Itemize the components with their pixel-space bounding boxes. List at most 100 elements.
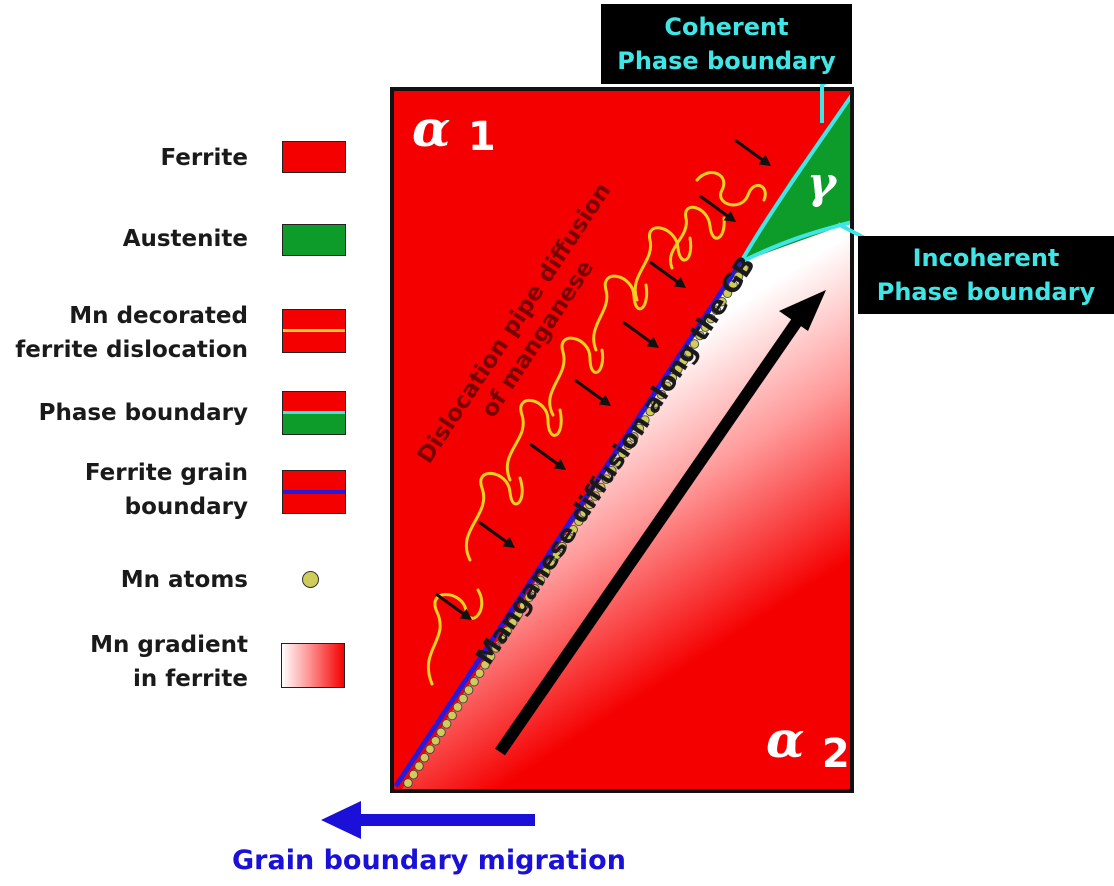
- mn-atom: [678, 356, 689, 366]
- pipe-diffusion-arrow-head: [723, 210, 736, 222]
- legend-label-mn-gradient-line1: Mn gradient: [90, 632, 248, 658]
- ferrite-grain-boundary: [393, 260, 744, 788]
- pipe-diffusion-arrow-shaft: [435, 592, 466, 617]
- mn-atom: [607, 465, 617, 476]
- legend-swatch-mn-decorated: [282, 309, 346, 353]
- mn-atom: [689, 339, 700, 349]
- dislocation-line: [505, 398, 563, 482]
- mn-atom: [513, 609, 523, 619]
- legend-swatch-mn-gradient: [281, 643, 345, 688]
- mn-atom: [656, 389, 667, 400]
- legend-swatch-austenite: [282, 224, 346, 256]
- grain-boundary-migration-label: Grain boundary migration: [232, 845, 626, 876]
- dislocation-line: [426, 588, 484, 686]
- mn-atom: [717, 297, 727, 307]
- mn-atom: [480, 660, 490, 670]
- mn-atom: [728, 280, 738, 290]
- mn-atom: [739, 263, 749, 273]
- legend-label-ferrite: Ferrite: [160, 145, 248, 171]
- ferrite-region-alpha2: [402, 222, 852, 789]
- mn-atom: [425, 744, 435, 754]
- pipe-diffusion-arrow-head: [758, 154, 771, 166]
- mn-atom: [485, 651, 496, 662]
- mn-atom: [711, 305, 722, 315]
- pipe-diffusion-arrow-head: [553, 458, 566, 470]
- mn-atom: [551, 550, 562, 560]
- coherent-phase-boundary: [739, 93, 854, 263]
- mn-atom: [414, 761, 424, 771]
- pipe-diffusion-arrow-head: [598, 394, 611, 406]
- mn-atom: [447, 710, 457, 721]
- pipe-diffusion-arrow-shaft: [649, 260, 680, 285]
- legend-label-ferrite-gb-line2: boundary: [124, 494, 248, 520]
- legend-label-mn-gradient: Mn gradient in ferrite: [90, 628, 248, 696]
- coherent-phase-boundary-callout: Coherent Phase boundary: [601, 4, 852, 84]
- legend-mn-atom-icon: [302, 571, 319, 588]
- mn-atom: [651, 398, 661, 408]
- pipe-diffusion-arrow-shaft: [622, 320, 653, 345]
- mn-atom: [568, 524, 578, 535]
- mn-atom: [557, 541, 567, 552]
- coherent-callout-line1: Coherent: [664, 13, 789, 41]
- pipe-diffusion-arrow-head: [459, 608, 472, 620]
- mn-atom: [518, 600, 529, 611]
- legend-label-austenite: Austenite: [122, 226, 248, 252]
- pipe-diffusion-arrow-shaft: [734, 138, 765, 163]
- pipe-diffusion-arrow-head: [673, 276, 686, 288]
- mn-atoms-chain: [403, 263, 749, 788]
- mn-atom: [673, 364, 683, 375]
- mn-atom: [596, 482, 606, 493]
- mn-atom: [430, 736, 441, 746]
- mn-atom: [491, 643, 501, 653]
- alpha2-label: α 2: [766, 710, 850, 777]
- legend-swatch-phase-boundary-line: [283, 411, 345, 414]
- mn-atom: [695, 330, 705, 341]
- mn-atom: [474, 668, 485, 678]
- legend-label-ferrite-gb: Ferrite grain boundary: [85, 456, 248, 524]
- legend-swatch-dislocation-line: [283, 329, 345, 332]
- mn-atom: [590, 491, 601, 501]
- incoherent-callout-line1: Incoherent: [912, 244, 1060, 272]
- mn-atom: [733, 271, 744, 282]
- mn-atom: [463, 685, 474, 695]
- mn-atom: [585, 499, 595, 510]
- mn-atom: [507, 617, 518, 628]
- mn-atom: [629, 432, 639, 442]
- mn-atom: [700, 322, 711, 332]
- pipe-diffusion-arrow-shaft: [529, 442, 560, 467]
- dislocation-line: [548, 336, 605, 417]
- mn-atom: [458, 693, 468, 704]
- incoherent-phase-boundary-callout: Incoherent Phase boundary: [858, 236, 1114, 314]
- mn-atom: [574, 516, 584, 527]
- mn-atom: [662, 381, 672, 391]
- mn-atom: [634, 423, 645, 434]
- mn-atom: [623, 440, 634, 451]
- pipe-diffusion-arrow-shaft: [574, 378, 605, 403]
- mn-atom: [452, 702, 463, 712]
- dislocation-lines: [426, 171, 767, 686]
- mn-atom: [618, 448, 628, 459]
- mn-atom: [601, 474, 612, 484]
- mn-atom: [667, 373, 678, 383]
- pipe-diffusion-arrow-shaft: [699, 194, 730, 219]
- mn-atom: [529, 584, 540, 594]
- legend-label-mn-decorated-line2: ferrite dislocation: [15, 337, 248, 363]
- coherent-callout-line2: Phase boundary: [617, 47, 836, 75]
- left-arrow-icon: [321, 801, 535, 839]
- incoherent-callout-line2: Phase boundary: [876, 278, 1096, 306]
- mn-atom: [408, 769, 419, 780]
- mn-atom: [436, 727, 446, 738]
- legend-label-phase-boundary: Phase boundary: [38, 400, 248, 426]
- legend-label-mn-gradient-line2: in ferrite: [132, 666, 248, 692]
- mn-atom: [496, 634, 507, 645]
- legend-swatch-phase-boundary: [282, 391, 346, 435]
- dislocation-line: [592, 274, 649, 352]
- diagram-border: [390, 87, 854, 793]
- gamma-label: γ: [807, 158, 838, 209]
- mn-atom: [502, 626, 512, 636]
- mn-atom: [546, 558, 556, 569]
- mn-atom: [524, 592, 534, 603]
- pipe-diffusion-arrow-shaft: [478, 520, 509, 545]
